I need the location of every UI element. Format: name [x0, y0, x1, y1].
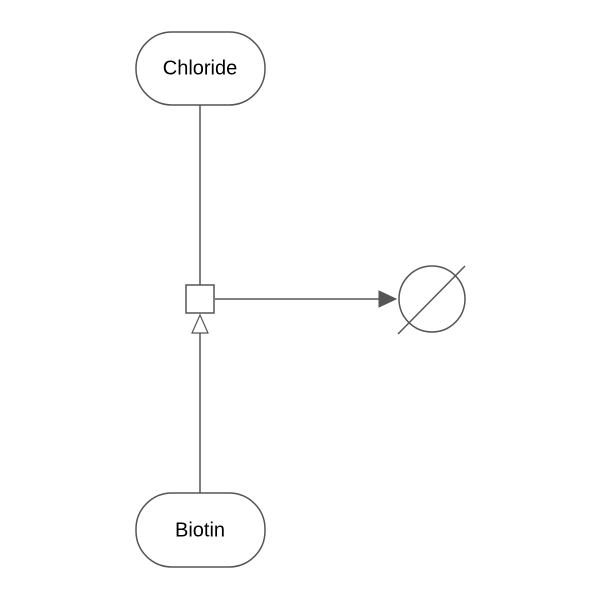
production-arrowhead-filled — [378, 290, 398, 308]
stimulation-arrowhead-open — [191, 313, 209, 334]
node-biotin[interactable]: Biotin — [135, 492, 266, 568]
process-node[interactable] — [185, 284, 215, 314]
node-chloride-label: Chloride — [163, 57, 237, 79]
node-biotin-label: Biotin — [175, 519, 225, 541]
node-chloride[interactable]: Chloride — [135, 31, 266, 106]
source-sink-empty-set-icon[interactable] — [397, 265, 466, 335]
